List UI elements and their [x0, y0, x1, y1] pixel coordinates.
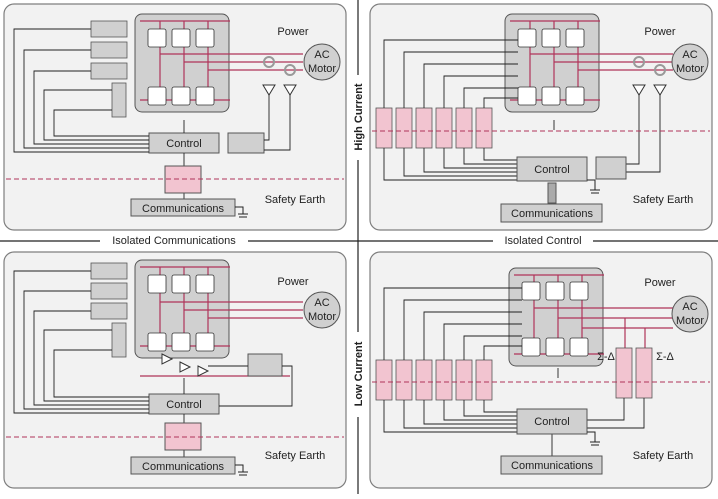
- ac-motor: [303, 291, 341, 329]
- control-isolators: [375, 347, 653, 401]
- communications-label: Communications: [142, 203, 224, 215]
- power-label: Power: [277, 276, 309, 288]
- motor-motor-text: Motor: [308, 63, 336, 75]
- motor-motor-text: Motor: [676, 315, 704, 327]
- sigma-delta-label-1: Σ-Δ: [597, 351, 615, 363]
- communications-label: Communications: [511, 460, 593, 472]
- safety-earth-label: Safety Earth: [265, 194, 326, 206]
- panel-isolated-comms-high: AC Motor Power Control Communicatio: [3, 3, 347, 231]
- high-current-label: High Current: [353, 83, 365, 151]
- communications-label: Communications: [511, 208, 593, 220]
- isolated-communications-label: Isolated Communications: [112, 235, 236, 247]
- communications-block: [500, 455, 603, 475]
- motor-ac-text: AC: [314, 49, 329, 61]
- ac-motor: [303, 43, 341, 81]
- low-current-label: Low Current: [353, 341, 365, 406]
- ac-motor: [671, 295, 709, 333]
- control-label: Control: [534, 416, 569, 428]
- control-block: [516, 156, 588, 182]
- control-isolators: [375, 107, 493, 149]
- power-label: Power: [644, 26, 676, 38]
- control-label: Control: [166, 138, 201, 150]
- panel-isolated-control-low: AC Motor Power Σ-Δ Σ-Δ Control Communica…: [369, 251, 713, 489]
- safety-earth-label: Safety Earth: [265, 450, 326, 462]
- sigma-delta-label-2: Σ-Δ: [656, 351, 674, 363]
- motor-ac-text: AC: [682, 301, 697, 313]
- power-label: Power: [644, 277, 676, 289]
- isolated-control-label: Isolated Control: [504, 235, 581, 247]
- safety-earth-label: Safety Earth: [633, 450, 694, 462]
- motor-motor-text: Motor: [676, 63, 704, 75]
- control-label: Control: [166, 399, 201, 411]
- panel-isolated-comms-low: AC Motor Power Control Communications Sa…: [3, 251, 347, 489]
- communications-label: Communications: [142, 461, 224, 473]
- control-label: Control: [534, 164, 569, 176]
- motor-motor-text: Motor: [308, 311, 336, 323]
- power-label: Power: [277, 26, 309, 38]
- panel-isolated-control-high: AC Motor Power Control Communications Sa…: [369, 3, 713, 231]
- safety-earth-label: Safety Earth: [633, 194, 694, 206]
- control-block: [516, 408, 588, 435]
- motor-ac-text: AC: [314, 297, 329, 309]
- motor-ac-text: AC: [682, 49, 697, 61]
- ac-motor: [671, 43, 709, 81]
- communications-block: [500, 203, 603, 223]
